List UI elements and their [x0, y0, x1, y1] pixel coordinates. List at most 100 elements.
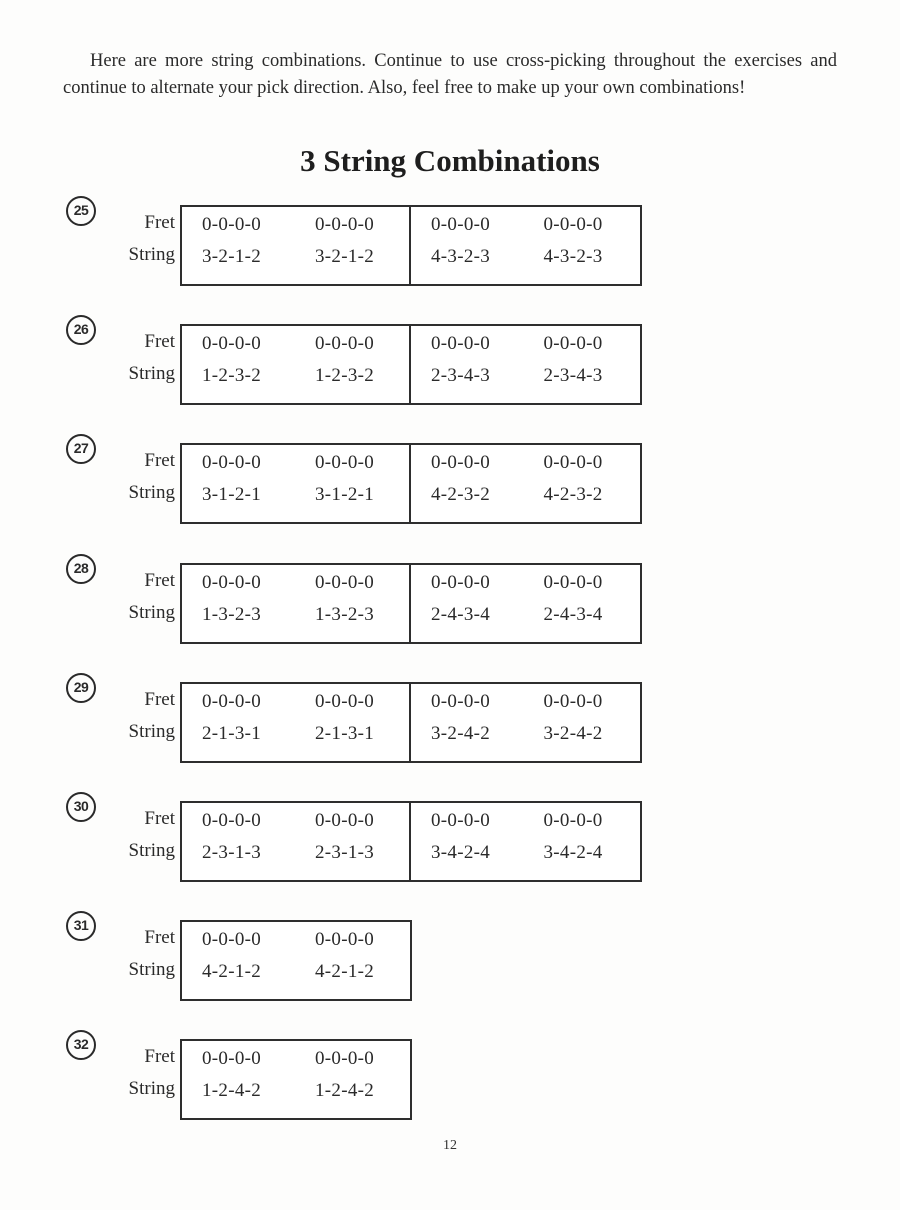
- fret-value: 0-0-0-0: [202, 691, 262, 712]
- fret-label-text: Fret: [144, 450, 175, 471]
- fret-value: 0-0-0-0: [202, 214, 262, 235]
- section-title: 3 String Combinations: [300, 143, 600, 178]
- string-label: String: [100, 358, 178, 390]
- string-label-text: String: [128, 244, 175, 265]
- fret-label: Fret: [100, 326, 178, 358]
- fret-value: 0-0-0-0: [202, 810, 262, 831]
- fret-value: 0-0-0-0: [431, 572, 491, 593]
- fret-value: 0-0-0-0: [315, 810, 375, 831]
- string-value: 3-4-2-4: [543, 842, 603, 863]
- fret-value: 0-0-0-0: [202, 333, 262, 354]
- string-value: 4-2-3-2: [431, 484, 491, 505]
- string-value: 4-2-3-2: [543, 484, 603, 505]
- string-value: 3-2-1-2: [202, 246, 262, 267]
- string-value: 4-3-2-3: [543, 246, 603, 267]
- string-value: 3-2-1-2: [315, 246, 375, 267]
- string-label-text: String: [128, 363, 175, 384]
- string-label-text: String: [128, 840, 175, 861]
- fret-label-text: Fret: [144, 331, 175, 352]
- string-label-text: String: [128, 602, 175, 623]
- combination-cell: 0-0-0-0 4-2-3-2: [411, 445, 524, 522]
- string-value: 3-1-2-1: [315, 484, 375, 505]
- string-value: 3-1-2-1: [202, 484, 262, 505]
- fret-value: 0-0-0-0: [202, 572, 262, 593]
- string-value: 2-3-4-3: [431, 365, 491, 386]
- combination-cell: 0-0-0-0 2-1-3-1: [182, 684, 295, 761]
- fret-value: 0-0-0-0: [315, 929, 375, 950]
- fret-value: 0-0-0-0: [543, 572, 603, 593]
- combination-cell: 0-0-0-0 4-2-3-2: [524, 445, 637, 522]
- exercise-number-badge: 26: [66, 315, 96, 345]
- string-value: 1-2-4-2: [315, 1080, 375, 1101]
- string-value: 1-3-2-3: [315, 604, 375, 625]
- string-label-text: String: [128, 1078, 175, 1099]
- fret-value: 0-0-0-0: [202, 1048, 262, 1069]
- string-value: 2-1-3-1: [202, 723, 262, 744]
- string-label: String: [100, 239, 178, 271]
- string-value: 1-2-4-2: [202, 1080, 262, 1101]
- combination-cell: 0-0-0-0 4-2-1-2: [182, 922, 295, 999]
- fret-value: 0-0-0-0: [315, 1048, 375, 1069]
- fret-value: 0-0-0-0: [315, 452, 375, 473]
- fret-label: Fret: [100, 207, 178, 239]
- combination-cell: 0-0-0-0 2-3-4-3: [411, 326, 524, 403]
- string-value: 3-2-4-2: [431, 723, 491, 744]
- fret-value: 0-0-0-0: [431, 452, 491, 473]
- string-label-text: String: [128, 482, 175, 503]
- string-value: 1-2-3-2: [202, 365, 262, 386]
- combination-cell: 0-0-0-0 2-3-1-3: [182, 803, 295, 880]
- fret-value: 0-0-0-0: [431, 810, 491, 831]
- combination-cell: 0-0-0-0 3-2-4-2: [411, 684, 524, 761]
- exercise-number-badge: 32: [66, 1030, 96, 1060]
- combination-group: 0-0-0-0 4-2-3-2 0-0-0-0 4-2-3-2: [409, 445, 636, 522]
- fret-label: Fret: [100, 1041, 178, 1073]
- fret-value: 0-0-0-0: [202, 929, 262, 950]
- fret-value: 0-0-0-0: [543, 810, 603, 831]
- string-value: 4-2-1-2: [202, 961, 262, 982]
- combination-cell: 0-0-0-0 3-2-1-2: [182, 207, 295, 284]
- fret-value: 0-0-0-0: [543, 452, 603, 473]
- combination-cell: 0-0-0-0 1-2-3-2: [182, 326, 295, 403]
- combination-cell: 0-0-0-0 3-1-2-1: [295, 445, 408, 522]
- string-value: 2-1-3-1: [315, 723, 375, 744]
- string-label-text: String: [128, 721, 175, 742]
- fret-value: 0-0-0-0: [431, 214, 491, 235]
- combination-group: 0-0-0-0 1-2-4-2 0-0-0-0 1-2-4-2: [182, 1041, 409, 1118]
- string-value: 2-3-1-3: [202, 842, 262, 863]
- string-label-text: String: [128, 959, 175, 980]
- string-value: 1-3-2-3: [202, 604, 262, 625]
- fret-value: 0-0-0-0: [431, 691, 491, 712]
- fret-label: Fret: [100, 803, 178, 835]
- string-value: 2-4-3-4: [431, 604, 491, 625]
- string-label: String: [100, 835, 178, 867]
- fret-label-text: Fret: [144, 570, 175, 591]
- fret-value: 0-0-0-0: [543, 333, 603, 354]
- fret-value: 0-0-0-0: [431, 333, 491, 354]
